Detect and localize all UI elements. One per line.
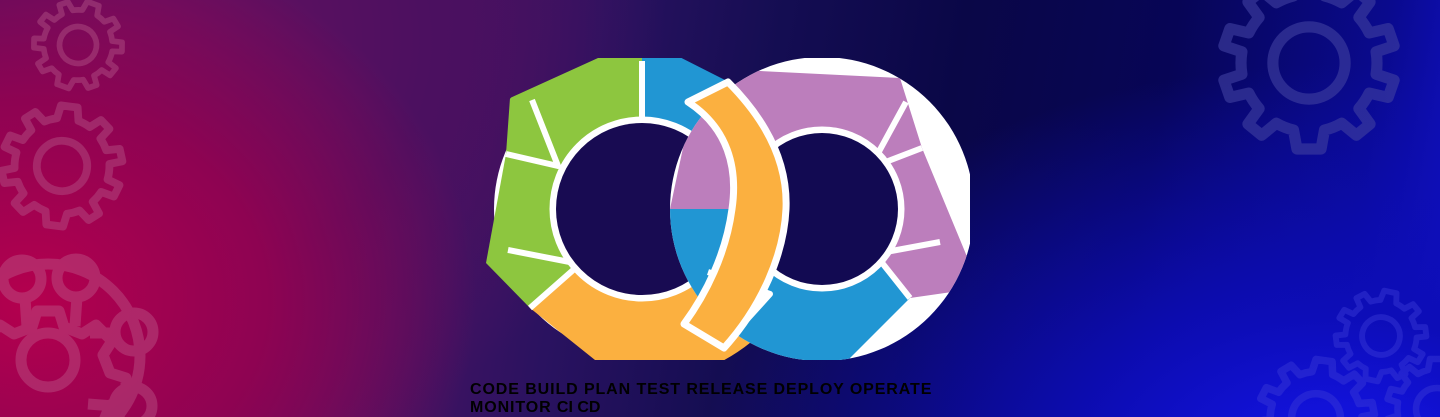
label-plan: PLAN [583, 381, 632, 398]
release-bridge[interactable] [680, 78, 790, 352]
cicd-svg [486, 38, 974, 381]
label-build: BUILD [525, 381, 579, 398]
label-monitor: MONITOR [470, 399, 552, 416]
release-band[interactable] [680, 78, 790, 352]
label-deploy: DEPLOY [773, 381, 845, 398]
label-operate: OPERATE [849, 381, 933, 398]
label-code: CODE [470, 381, 520, 398]
cicd-infinity-diagram: CODE BUILD PLAN TEST RELEASE DEPLOY [470, 38, 974, 416]
label-release: RELEASE [686, 381, 769, 398]
segment-labels: CODE BUILD PLAN TEST RELEASE DEPLOY [470, 381, 932, 416]
label-test: TEST [636, 381, 681, 398]
cd-hub-label: CD [577, 399, 601, 416]
ci-hub-label: CI [556, 399, 573, 416]
